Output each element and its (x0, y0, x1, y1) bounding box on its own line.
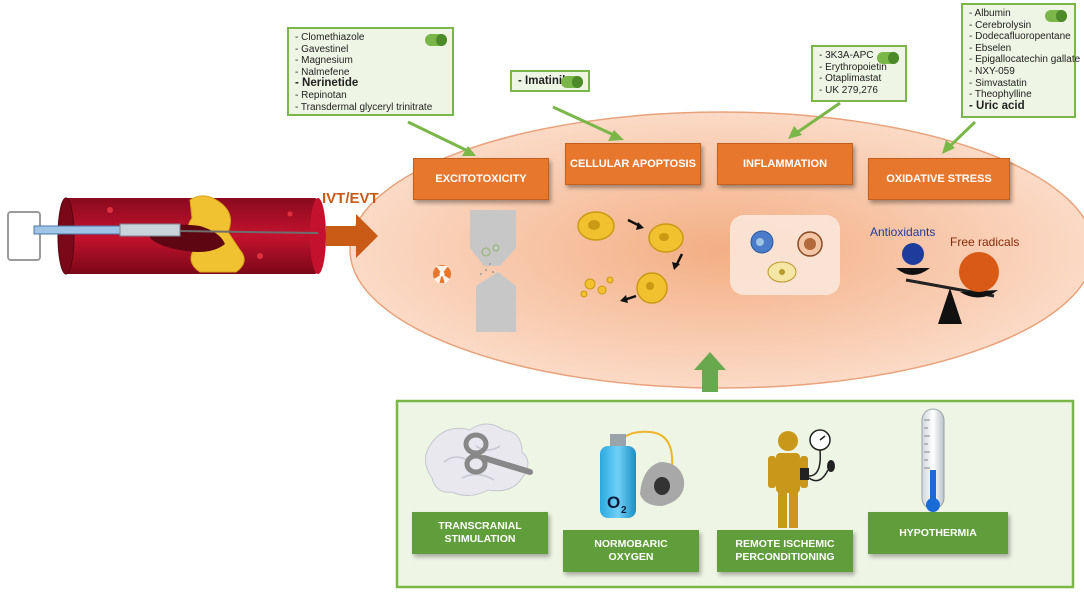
label-hypothermia: HYPOTHERMIA (868, 512, 1008, 554)
drug-item: - Dodecafluoropentane (969, 31, 1071, 43)
drug-item: - Erythropoietin (819, 61, 887, 73)
drug-item: - 3K3A-APC (819, 50, 874, 61)
drug-item: - Simvastatin (969, 77, 1027, 89)
synapse-icon (470, 210, 516, 332)
drug-item: - Ebselen (969, 42, 1012, 54)
drug-item: - Theophylline (969, 89, 1032, 101)
drug-item: - Nerinetide (295, 77, 359, 90)
label-normobaric-oxygen: NORMOBARIC OXYGEN (563, 530, 699, 572)
drug-item: - Otaplimastat (819, 73, 882, 85)
thermometer-icon (921, 408, 945, 512)
occluded-vessel-illustration (7, 195, 326, 275)
mechanism-cellular-apoptosis: CELLULAR APOPTOSIS (565, 143, 701, 185)
apoptosis-cells-icon (577, 211, 684, 304)
drug-item: - Repinotan (295, 89, 347, 101)
label-transcranial-stimulation: TRANSCRANIAL STIMULATION (412, 512, 548, 554)
therapy-arrow (326, 214, 378, 258)
mechanism-excitotoxicity: EXCITOTOXICITY (413, 158, 549, 200)
drug-item: - Imatinib (518, 75, 570, 87)
drug-item: - Cerebrolysin (969, 19, 1032, 31)
label-remote-ischemic-perconditioning: REMOTE ISCHEMIC PERCONDITIONING (717, 530, 853, 572)
brain-stimulation-icon (425, 423, 533, 496)
drug-item: - Nalmefene (295, 66, 350, 78)
o2-label: O (607, 493, 620, 512)
drug-item: - Transdermal glyceryl trinitrate (295, 101, 433, 113)
drug-arrows (407, 101, 977, 156)
pill-icon (561, 76, 583, 88)
drug-item: - NXY-059 (969, 65, 1015, 77)
mechanism-oxidative-stress: OXIDATIVE STRESS (868, 158, 1010, 200)
radiation-icon (433, 265, 451, 284)
ivt-evt-label: IVT/EVT (322, 190, 379, 207)
drug-item: - Clomethiazole (295, 32, 365, 43)
oxidative-drug-box: - Albumin- Cerebrolysin- Dodecafluoropen… (961, 3, 1081, 118)
inflammation-drug-box: - 3K3A-APC- Erythropoietin- Otaplimastat… (811, 45, 907, 102)
mechanism-inflammation: INFLAMMATION (717, 143, 853, 185)
ischemic-conditioning-person-icon (768, 429, 835, 528)
drug-item: - Uric acid (969, 99, 1025, 112)
pill-icon (425, 34, 447, 46)
drug-item: - Epigallocatechin gallate (969, 54, 1081, 66)
pill-icon (877, 52, 899, 64)
up-arrow (694, 352, 726, 392)
drug-item: - Albumin (969, 8, 1011, 19)
drug-item: - Gavestinel (295, 43, 349, 55)
oxygen-bottle-icon: O 2 (600, 430, 685, 518)
inflammation-cells-icon (730, 215, 840, 295)
o2-sub-label: 2 (621, 505, 627, 516)
free-radicals-label: Free radicals (950, 235, 1019, 249)
oxidative-balance-icon: Antioxidants Free radicals (870, 225, 1019, 324)
antioxidants-label: Antioxidants (870, 225, 935, 239)
drug-item: - UK 279,276 (819, 84, 878, 96)
pill-icon (1045, 10, 1067, 22)
drug-item: - Magnesium (295, 55, 353, 67)
